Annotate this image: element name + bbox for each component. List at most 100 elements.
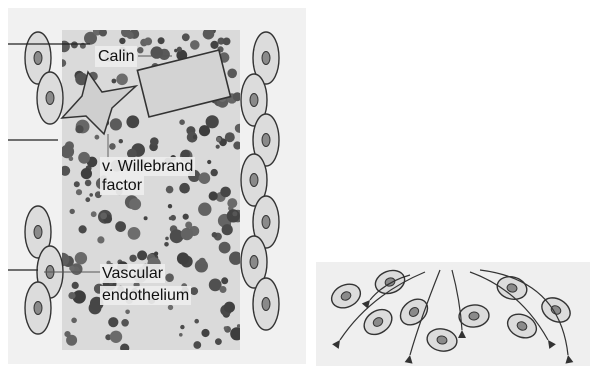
blood-particle <box>85 197 90 202</box>
blood-particle <box>212 232 218 238</box>
blood-particle <box>144 216 148 220</box>
blood-particle <box>230 327 243 340</box>
blood-particle <box>119 139 123 143</box>
blood-particle <box>227 209 240 222</box>
arrowhead <box>405 354 414 363</box>
vwf-label-line1: v. Willebrand <box>100 157 195 176</box>
arrowhead <box>545 338 556 349</box>
blood-particle <box>216 145 220 149</box>
endothelium-label-line1: Vascular <box>100 264 165 283</box>
blood-particle <box>216 137 221 142</box>
blood-particle <box>144 37 152 45</box>
blood-particle <box>168 305 173 310</box>
blood-particle <box>165 273 174 282</box>
blood-particle <box>68 292 75 299</box>
blood-particle <box>168 204 172 208</box>
blood-particle <box>59 59 67 67</box>
blood-particle <box>227 198 237 208</box>
blood-particle <box>224 302 235 313</box>
blood-particle <box>199 258 206 265</box>
blood-particle <box>193 341 201 349</box>
blood-particle <box>119 38 125 44</box>
blood-particle <box>74 181 80 187</box>
blood-particle <box>137 250 147 260</box>
blood-particle <box>223 38 231 46</box>
blood-particle <box>169 217 173 221</box>
arrowhead <box>458 330 466 338</box>
blood-particle <box>70 209 75 214</box>
blood-particle <box>181 228 193 240</box>
cell-nucleus <box>262 216 270 229</box>
cell-nucleus <box>34 52 42 65</box>
blood-particle <box>179 333 183 337</box>
blood-particle <box>128 227 141 240</box>
blood-particle <box>237 324 241 328</box>
blood-particle <box>233 141 241 149</box>
blood-particle <box>165 237 169 241</box>
blood-particle <box>60 166 70 176</box>
blood-particle <box>120 344 129 353</box>
blood-particle <box>129 198 141 210</box>
blood-particle <box>180 325 184 329</box>
blood-particle <box>220 286 227 293</box>
blood-particle <box>137 47 143 53</box>
cell-nucleus <box>34 302 42 315</box>
migrating-cells <box>328 267 575 364</box>
blood-particle <box>220 187 231 198</box>
blood-particle <box>166 186 174 194</box>
migrating-cell <box>504 310 540 343</box>
vwf-label-line2: factor <box>100 176 144 195</box>
blood-particle <box>127 32 134 39</box>
cell-nucleus <box>262 52 270 65</box>
blood-particle <box>150 137 159 146</box>
blood-particle <box>110 118 122 130</box>
cell-nucleus <box>250 94 258 107</box>
blood-particle <box>125 310 130 315</box>
migrating-cell <box>425 327 458 354</box>
blood-particle <box>193 135 197 139</box>
blood-particle <box>209 191 218 200</box>
blood-particle <box>203 28 215 40</box>
blood-particle <box>164 242 169 247</box>
blood-particle <box>201 329 209 337</box>
arrowhead <box>332 338 343 349</box>
blood-particle <box>222 224 233 235</box>
blood-particle <box>227 69 237 79</box>
blood-particle <box>179 183 190 194</box>
arrowhead <box>564 354 573 363</box>
blood-particle <box>182 33 190 41</box>
blood-particle <box>91 211 97 217</box>
blood-particle <box>151 46 163 58</box>
blood-particle <box>110 331 122 343</box>
blood-particle <box>207 160 211 164</box>
blood-particle <box>215 338 222 345</box>
blood-particle <box>235 124 244 133</box>
blood-particle <box>95 135 100 140</box>
blood-particle <box>221 277 228 284</box>
blood-particle <box>75 252 87 264</box>
blood-particle <box>116 74 128 86</box>
blood-particle <box>71 318 77 324</box>
blood-particle <box>100 213 107 220</box>
cell-nucleus <box>262 298 270 311</box>
blood-particle <box>109 143 116 150</box>
blood-particle <box>121 319 129 327</box>
blood-particle <box>69 266 74 271</box>
blood-particle <box>190 40 200 50</box>
blood-particle <box>126 115 139 128</box>
blood-particle <box>179 119 185 125</box>
blood-particle <box>61 145 75 159</box>
blood-particle <box>58 41 70 53</box>
blood-particle <box>78 152 90 164</box>
blood-particle <box>75 125 83 133</box>
blood-particle <box>206 115 219 128</box>
blood-particle <box>185 222 192 229</box>
blood-particle <box>76 189 82 195</box>
blood-particle <box>79 225 87 233</box>
blood-particle <box>194 319 199 324</box>
left-endothelial-cells <box>25 32 63 334</box>
right-endothelial-cells <box>241 32 279 330</box>
migrating-cell <box>395 294 432 330</box>
blood-particle <box>177 252 189 264</box>
blood-particle <box>115 221 126 232</box>
